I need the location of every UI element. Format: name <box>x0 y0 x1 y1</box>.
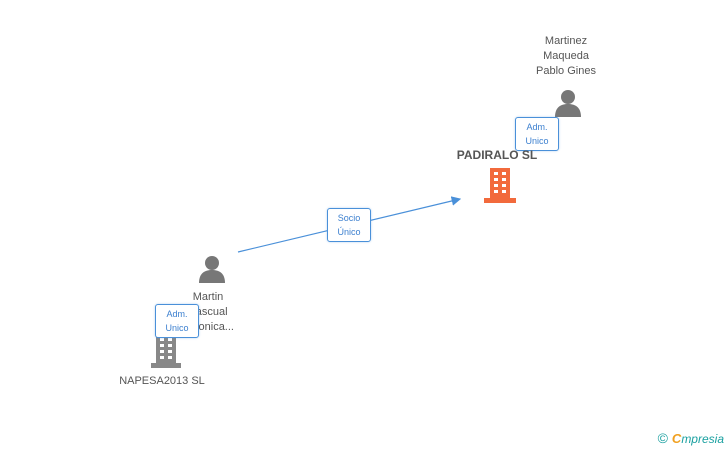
brand-footer: © Cmpresia <box>658 430 724 446</box>
building-icon[interactable] <box>484 168 516 204</box>
person-martin-line1: Martin <box>192 291 224 303</box>
person-martinez-label[interactable]: Martinez Maqueda Pablo Gines <box>526 34 606 79</box>
person-icon[interactable] <box>553 88 583 118</box>
copyright-icon: © <box>657 430 668 446</box>
badge-line1: Adm. <box>526 122 548 132</box>
relation-badge-adm-bottom[interactable]: Adm. Unico <box>155 304 199 338</box>
badge-line2: Único <box>337 227 361 237</box>
company-napesa-label[interactable]: NAPESA2013 SL <box>119 375 205 387</box>
badge-line1: Socio <box>337 213 361 223</box>
person-icon[interactable] <box>197 254 227 284</box>
person-martinez-line3: Pablo Gines <box>536 65 596 77</box>
company-padiralo-label[interactable]: PADIRALO SL <box>456 148 538 162</box>
brand-logo: Cmpresia <box>672 431 724 446</box>
brand-logo-rest: mpresia <box>681 431 724 446</box>
person-martinez-line2: Maqueda <box>543 50 589 62</box>
badge-line2: Unico <box>525 136 549 146</box>
badge-line1: Adm. <box>166 309 188 319</box>
badge-line2: Unico <box>165 323 189 333</box>
person-martinez-line1: Martinez <box>544 35 588 47</box>
building-icon[interactable] <box>151 334 181 368</box>
brand-logo-initial: C <box>671 430 682 446</box>
relation-badge-socio[interactable]: Socio Único <box>327 208 371 242</box>
relation-badge-adm-top[interactable]: Adm. Unico <box>515 117 559 151</box>
